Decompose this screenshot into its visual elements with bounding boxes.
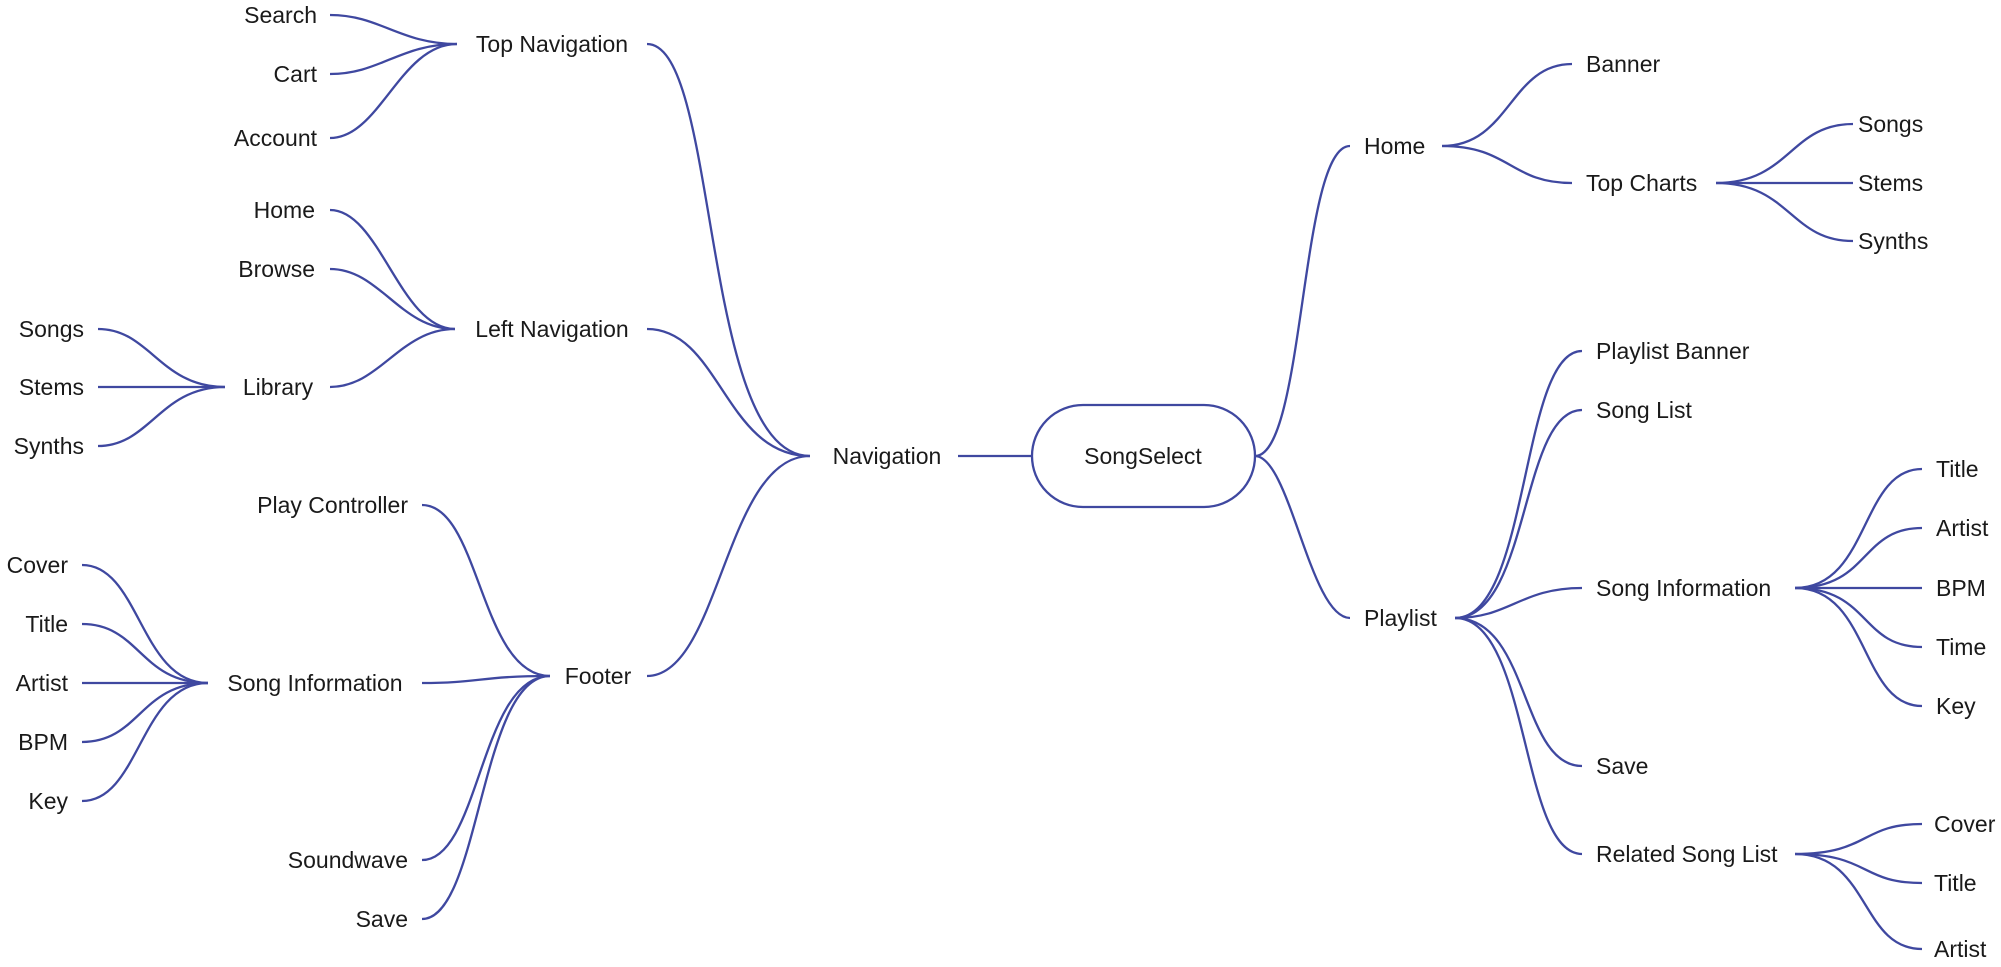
node-library-synths[interactable]: Synths [14, 433, 84, 459]
link-root-playlist [1254, 454, 1351, 620]
node-search[interactable]: Search [244, 2, 317, 28]
link-footer-info [421, 674, 551, 685]
connector-lines [81, 13, 1923, 951]
node-playlist[interactable]: Playlist [1364, 605, 1437, 631]
link-home-topcharts [1441, 144, 1573, 185]
link-finfo-bpm [81, 681, 209, 744]
link-playlist-info [1454, 586, 1583, 620]
link-playlist-songlist [1454, 408, 1583, 620]
link-left-library [329, 327, 456, 389]
node-library[interactable]: Library [243, 374, 314, 400]
node-play-controller[interactable]: Play Controller [257, 492, 408, 518]
link-home-banner [1441, 62, 1573, 148]
link-pinfo-title [1794, 467, 1923, 590]
link-navigation-left [646, 327, 811, 458]
root-node-label: SongSelect [1084, 443, 1202, 469]
link-related-title [1794, 852, 1923, 885]
node-playlist-banner[interactable]: Playlist Banner [1596, 338, 1750, 364]
link-root-home [1254, 144, 1351, 458]
link-finfo-title [81, 622, 209, 685]
node-footer-artist[interactable]: Artist [16, 670, 69, 696]
node-navigation[interactable]: Navigation [833, 443, 942, 469]
link-playlist-banner [1454, 349, 1583, 620]
link-related-cover [1794, 822, 1923, 856]
node-related-artist[interactable]: Artist [1934, 936, 1987, 962]
node-playlist-save[interactable]: Save [1596, 753, 1648, 779]
link-library-synths [97, 385, 226, 448]
link-navigation-footer [646, 454, 811, 678]
node-footer-bpm[interactable]: BPM [18, 729, 68, 755]
node-library-songs[interactable]: Songs [19, 316, 84, 342]
link-charts-songs [1715, 122, 1854, 185]
node-info-artist[interactable]: Artist [1936, 515, 1989, 541]
node-playlist-song-information[interactable]: Song Information [1596, 575, 1771, 601]
node-info-bpm[interactable]: BPM [1936, 575, 1986, 601]
node-banner[interactable]: Banner [1586, 51, 1661, 77]
link-footer-save [421, 674, 551, 921]
node-footer-title[interactable]: Title [25, 611, 68, 637]
node-related-song-list[interactable]: Related Song List [1596, 841, 1778, 867]
link-finfo-key [81, 681, 209, 803]
node-info-time[interactable]: Time [1936, 634, 1986, 660]
link-left-browse [329, 267, 456, 331]
link-charts-synths [1715, 181, 1854, 243]
link-footer-soundwave [421, 674, 551, 862]
node-info-title[interactable]: Title [1936, 456, 1979, 482]
link-related-artist [1794, 852, 1923, 951]
node-song-list[interactable]: Song List [1596, 397, 1693, 423]
node-footer-cover[interactable]: Cover [7, 552, 69, 578]
node-footer[interactable]: Footer [565, 663, 632, 689]
link-top-search [329, 13, 458, 46]
link-pinfo-time [1794, 586, 1923, 649]
link-pinfo-key [1794, 586, 1923, 708]
node-footer-save[interactable]: Save [356, 906, 408, 932]
node-cart[interactable]: Cart [274, 61, 318, 87]
root-node-shape [1030, 403, 1257, 509]
node-top-charts[interactable]: Top Charts [1586, 170, 1697, 196]
node-top-navigation[interactable]: Top Navigation [476, 31, 628, 57]
node-charts-stems[interactable]: Stems [1858, 170, 1923, 196]
link-library-songs [97, 327, 226, 389]
node-labels: Navigation Top Navigation Search Cart Ac… [7, 2, 1996, 962]
node-info-key[interactable]: Key [1936, 693, 1976, 719]
root-node[interactable]: SongSelect [1030, 403, 1257, 509]
link-left-home [329, 208, 456, 331]
node-home[interactable]: Home [1364, 133, 1425, 159]
link-navigation-top [646, 42, 811, 458]
node-related-title[interactable]: Title [1934, 870, 1977, 896]
node-browse[interactable]: Browse [238, 256, 315, 282]
link-finfo-cover [81, 563, 209, 685]
link-top-account [329, 42, 458, 140]
link-pinfo-artist [1794, 526, 1923, 590]
node-footer-song-information[interactable]: Song Information [227, 670, 402, 696]
link-playlist-related [1454, 616, 1583, 856]
link-top-cart [329, 42, 458, 76]
node-nav-home[interactable]: Home [254, 197, 315, 223]
node-left-navigation[interactable]: Left Navigation [475, 316, 628, 342]
node-library-stems[interactable]: Stems [19, 374, 84, 400]
node-charts-synths[interactable]: Synths [1858, 228, 1928, 254]
node-soundwave[interactable]: Soundwave [288, 847, 408, 873]
node-related-cover[interactable]: Cover [1934, 811, 1996, 837]
node-account[interactable]: Account [234, 125, 318, 151]
node-charts-songs[interactable]: Songs [1858, 111, 1923, 137]
link-playlist-save [1454, 616, 1583, 768]
link-footer-play [421, 503, 551, 678]
node-footer-key[interactable]: Key [28, 788, 68, 814]
